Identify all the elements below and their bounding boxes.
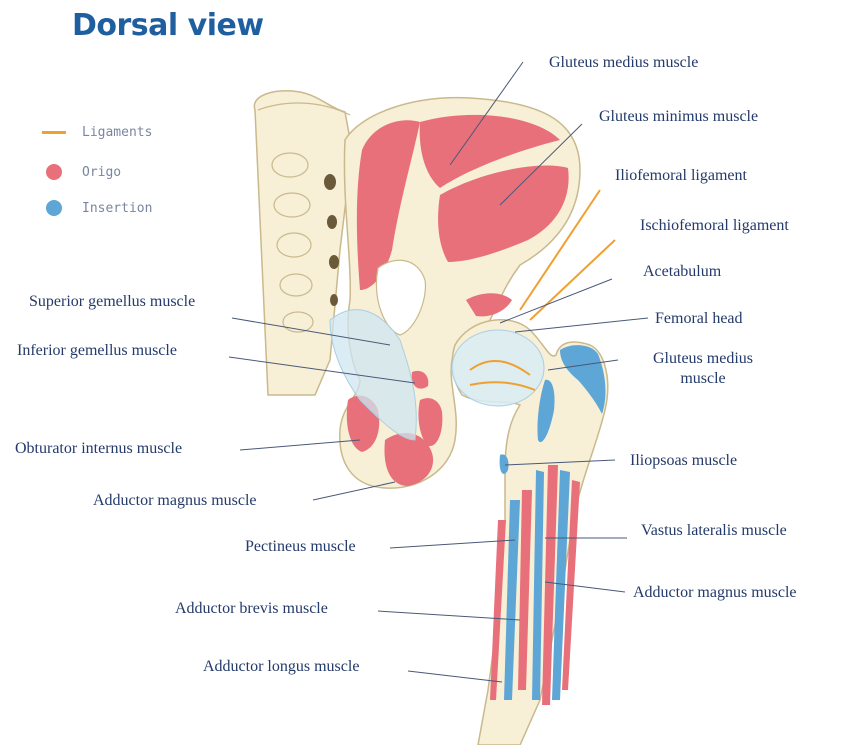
label-obturator-internus-muscle: Obturator internus muscle: [15, 439, 182, 459]
label-iliofemoral-ligament: Iliofemoral ligament: [615, 166, 747, 186]
label-vastus-lateralis-muscle: Vastus lateralis muscle: [641, 521, 787, 541]
label-gluteus-medius-muscle: Gluteus medius muscle: [549, 53, 698, 73]
label-line: Gluteus medius: [628, 349, 778, 369]
label-acetabulum: Acetabulum: [643, 262, 721, 282]
label-line: muscle: [628, 369, 778, 389]
label-gluteus-minimus-muscle: Gluteus minimus muscle: [599, 107, 758, 127]
label-ischiofemoral-ligament: Ischiofemoral ligament: [640, 216, 789, 236]
label-adductor-brevis-muscle: Adductor brevis muscle: [175, 599, 328, 619]
label-adductor-magnus-muscle-right: Adductor magnus muscle: [633, 583, 797, 603]
label-pectineus-muscle: Pectineus muscle: [245, 537, 356, 557]
label-superior-gemellus-muscle: Superior gemellus muscle: [29, 292, 195, 312]
label-adductor-magnus-muscle-left: Adductor magnus muscle: [93, 491, 257, 511]
label-iliopsoas-muscle: Iliopsoas muscle: [630, 451, 737, 471]
label-adductor-longus-muscle: Adductor longus muscle: [203, 657, 359, 677]
label-gluteus-medius-muscle-insertion: Gluteus medius muscle: [628, 349, 778, 389]
label-inferior-gemellus-muscle: Inferior gemellus muscle: [17, 341, 177, 361]
label-femoral-head: Femoral head: [655, 309, 743, 329]
